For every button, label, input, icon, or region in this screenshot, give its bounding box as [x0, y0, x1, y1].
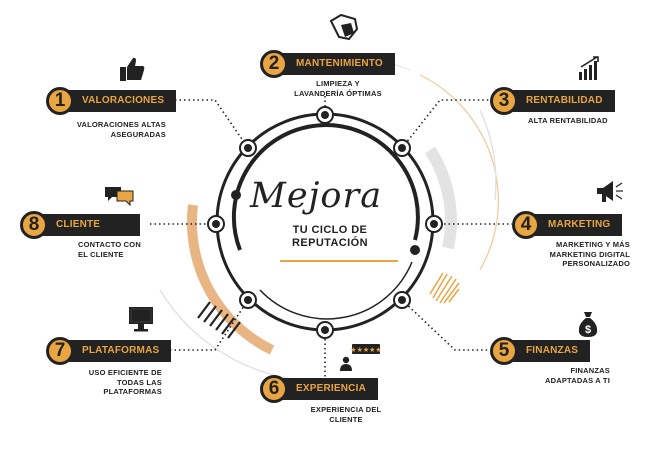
- item-description: LIMPIEZA Y LAVANDERÍA ÓPTIMAS: [294, 79, 382, 98]
- number-badge: 2: [260, 50, 288, 78]
- inner-ring-lower: [259, 261, 413, 320]
- hatch-stripes: [197, 301, 241, 339]
- number-badge: 3: [490, 87, 518, 115]
- orange-hatch: [429, 272, 460, 304]
- center-subtitle-line1: TU CICLO DE: [292, 224, 368, 236]
- chat-bubbles-icon: [105, 187, 134, 207]
- item-finanzas: 5 FINANZAS: [490, 337, 591, 365]
- growth-chart-icon: [579, 56, 599, 80]
- megaphone-icon: [597, 181, 623, 202]
- outer-ring-arc: [419, 74, 499, 271]
- money-bag-icon: $: [578, 312, 598, 337]
- item-description: MARKETING Y MÁS MARKETING DIGITAL PERSON…: [549, 240, 630, 268]
- item-label: MARKETING: [534, 214, 623, 236]
- item-label: MANTENIMIENTO: [282, 53, 395, 75]
- outer-ring-arc-2: [479, 109, 497, 201]
- item-description: CONTACTO CON EL CLIENTE: [78, 240, 141, 259]
- item-description: ALTA RENTABILIDAD: [528, 116, 608, 125]
- number-badge: 5: [490, 337, 518, 365]
- center-title: Mejora: [250, 176, 383, 216]
- number-badge: 7: [46, 337, 74, 365]
- orange-accent-arc: [186, 204, 275, 355]
- item-marketing: 4 MARKETING: [512, 211, 623, 239]
- item-experiencia: 6 EXPERIENCIA: [260, 375, 378, 403]
- thumbs-up-icon: [120, 57, 145, 81]
- dotted-connectors: [150, 96, 512, 385]
- center-subtitle-line2: REPUTACIÓN: [292, 237, 368, 249]
- item-description: EXPERIENCIA DEL CLIENTE: [310, 405, 382, 424]
- item-label: CLIENTE: [42, 214, 141, 236]
- item-label: VALORACIONES: [68, 90, 177, 112]
- item-cliente: 8 CLIENTE: [20, 211, 141, 239]
- number-badge: 8: [20, 211, 48, 239]
- monitor-icon: [129, 307, 153, 332]
- item-label: PLATAFORMAS: [68, 340, 172, 362]
- cleaning-hand-icon: [329, 13, 359, 41]
- item-label: EXPERIENCIA: [282, 378, 378, 400]
- gray-accent-arc: [424, 146, 457, 250]
- item-valoraciones: 1 VALORACIONES: [46, 87, 177, 115]
- svg-text:★★★★★: ★★★★★: [350, 346, 381, 354]
- item-plataformas: 7 PLATAFORMAS: [46, 337, 172, 365]
- ring-dot: [410, 245, 420, 255]
- number-badge: 1: [46, 87, 74, 115]
- item-description: USO EFICIENTE DE TODAS LAS PLATAFORMAS: [88, 368, 162, 396]
- number-badge: 4: [512, 211, 540, 239]
- center-underline: [280, 260, 398, 262]
- item-description: VALORACIONES ALTAS ASEGURADAS: [76, 120, 166, 139]
- svg-text:$: $: [585, 324, 591, 336]
- number-badge: 6: [260, 375, 288, 403]
- item-mantenimiento: 2 MANTENIMIENTO: [260, 50, 395, 78]
- item-rentabilidad: 3 RENTABILIDAD: [490, 87, 615, 115]
- cycle-nodes: [207, 106, 443, 339]
- item-label: RENTABILIDAD: [512, 90, 615, 112]
- center-subtitle: TU CICLO DE REPUTACIÓN: [292, 224, 368, 250]
- item-label: FINANZAS: [512, 340, 591, 362]
- ring-dot: [231, 190, 241, 200]
- item-description: FINANZAS ADAPTADAS A TI: [544, 366, 610, 385]
- rating-person-icon: ★★★★★: [340, 344, 382, 371]
